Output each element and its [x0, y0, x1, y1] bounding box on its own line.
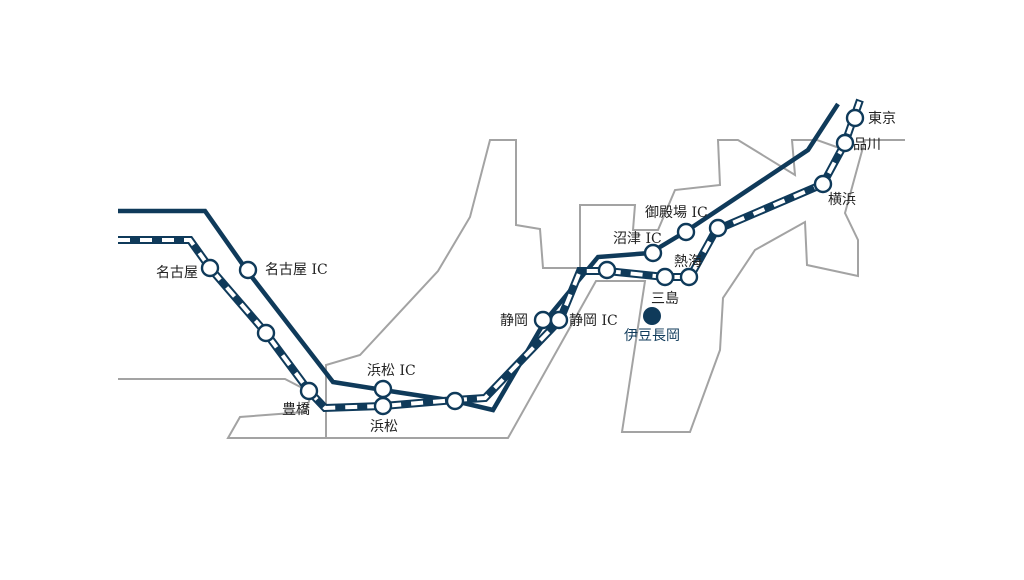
- coastline-layer: [118, 139, 905, 439]
- station-node-hamamatsu-ic[interactable]: [373, 379, 393, 399]
- coastline-izu: [325, 139, 846, 438]
- label-gotemba-ic: 御殿場 IC: [645, 205, 708, 221]
- destination-marker[interactable]: [643, 307, 661, 325]
- station-node-hamamatsu[interactable]: [373, 396, 393, 416]
- label-shizuoka-ic: 静岡 IC: [569, 313, 618, 329]
- label-nagoya-ic: 名古屋 IC: [265, 262, 328, 278]
- station-node-fuji[interactable]: [597, 260, 617, 280]
- station-node-toyohashi[interactable]: [299, 381, 319, 401]
- railway-line-dash: [118, 99, 862, 411]
- label-toyohashi: 豊橋: [282, 402, 310, 418]
- expressway-layer: [118, 102, 840, 413]
- station-nodes: [200, 108, 865, 416]
- railway-layer: [118, 98, 864, 413]
- label-nagoya: 名古屋: [156, 265, 198, 281]
- station-node-shizuoka[interactable]: [533, 310, 553, 330]
- expressway-line: [118, 102, 840, 413]
- label-yokohama: 横浜: [828, 192, 856, 208]
- station-node-midpoint[interactable]: [256, 323, 276, 343]
- label-hamamatsu: 浜松: [370, 419, 398, 435]
- label-destination: 伊豆長岡: [624, 328, 680, 344]
- station-node-tokyo[interactable]: [845, 108, 865, 128]
- label-shinagawa: 品川: [853, 137, 881, 153]
- station-node-yokohama[interactable]: [813, 174, 833, 194]
- station-node-shizuoka-ic[interactable]: [549, 310, 569, 330]
- station-node-nagoya-ic[interactable]: [238, 260, 258, 280]
- station-node-atami[interactable]: [679, 267, 699, 287]
- station-node-gotemba-ic[interactable]: [676, 222, 696, 242]
- label-shizuoka: 静岡: [500, 313, 528, 329]
- station-node-odawara[interactable]: [708, 218, 728, 238]
- station-node-numazu-ic[interactable]: [643, 243, 663, 263]
- label-numazu-ic: 沼津 IC: [613, 231, 662, 247]
- label-atami: 熱海: [674, 254, 702, 270]
- station-node-junction[interactable]: [445, 391, 465, 411]
- label-hamamatsu-ic: 浜松 IC: [367, 363, 416, 379]
- station-labels: 名古屋 名古屋 IC 豊橋 浜松 IC 浜松 静岡 静岡 IC 沼津 IC 御殿…: [156, 111, 896, 435]
- station-node-shinagawa[interactable]: [835, 133, 855, 153]
- coastline-west: [118, 139, 905, 439]
- label-mishima: 三島: [651, 291, 679, 307]
- station-node-mishima[interactable]: [655, 267, 675, 287]
- label-tokyo: 東京: [868, 111, 896, 127]
- station-node-nagoya[interactable]: [200, 258, 220, 278]
